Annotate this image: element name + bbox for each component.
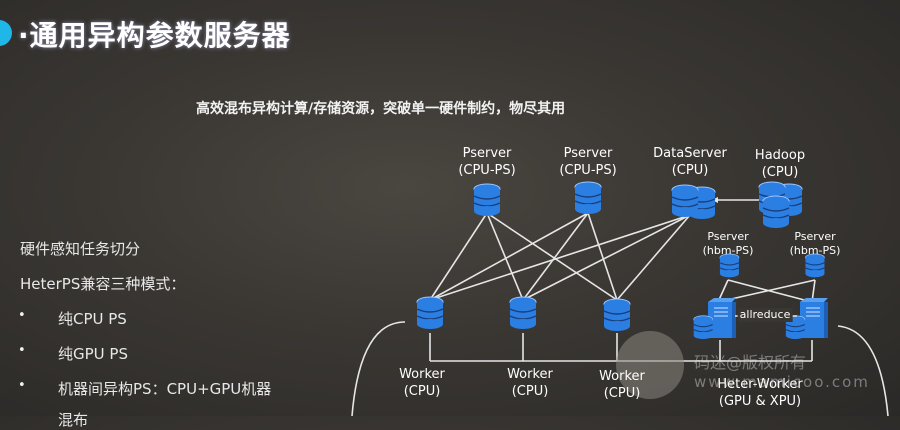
allreduce-label: allreduce — [737, 308, 793, 322]
worker-database-icon — [603, 298, 631, 332]
hadoop-database-icon — [762, 195, 790, 229]
worker-label-3: Worker(CPU) — [599, 369, 645, 401]
hbm-pserver-label-2: Pserver(hbm-PS) — [789, 230, 841, 257]
modes-label: HeterPS兼容三种模式： — [20, 275, 186, 293]
left-heading: 硬件感知任务切分 — [20, 240, 141, 258]
diagram-connections — [351, 181, 889, 416]
worker-label-1: Worker(CPU) — [399, 367, 445, 399]
bullet-item: 纯GPU PS — [58, 345, 128, 363]
bullet-dot: • — [18, 308, 26, 323]
bullet-item: 机器间异构PS：CPU+GPU机器 — [58, 380, 272, 398]
title-bullet-dot — [0, 20, 12, 46]
hadoop-label: Hadoop(CPU) — [754, 148, 806, 180]
heter-database-icon — [693, 315, 714, 340]
heter-worker-label: Heter-Worker(GPU & XPU) — [717, 377, 803, 409]
watermark-url: www.mamicoo.com — [694, 373, 870, 391]
hbm-pserver-label-1: Pserver(hbm-PS) — [702, 230, 754, 257]
bullet-item: 纯CPU PS — [58, 310, 127, 328]
pserver-database-icon — [574, 181, 602, 215]
watermark-text: 码迷@版权所有 — [694, 353, 807, 372]
connection-lines — [351, 199, 889, 416]
worker-label-2: Worker(CPU) — [507, 367, 553, 399]
bullet-dot: • — [18, 343, 26, 358]
worker-database-icon — [509, 296, 537, 330]
bullet-dot: • — [18, 378, 26, 393]
dataserver-database-icon — [671, 184, 699, 218]
watermark-avatar — [616, 331, 684, 399]
slide-title: ·通用异构参数服务器 — [18, 19, 291, 52]
pserver-label-2: Pserver(CPU-PS) — [559, 146, 617, 178]
dataserver-label: DataServer(CPU) — [653, 146, 727, 178]
worker-database-icon — [416, 296, 444, 330]
pserver-database-icon — [473, 183, 501, 217]
slide-subtitle: 高效混布异构计算/存储资源，突破单一硬件制约，物尽其用 — [196, 101, 566, 117]
pserver-label-1: Pserver(CPU-PS) — [458, 146, 516, 178]
